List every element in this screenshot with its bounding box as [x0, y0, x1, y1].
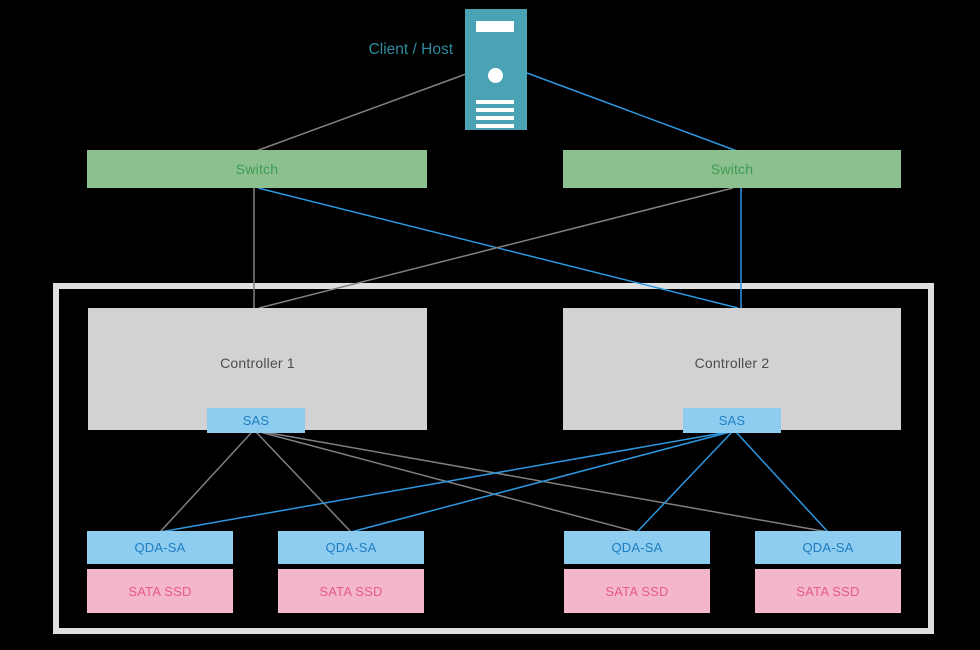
server-power-button-icon [488, 68, 503, 83]
qda-sa-adapter-4: QDA-SA [755, 531, 901, 564]
link-client-switch-right [526, 72, 738, 152]
link-switch-right-controller-1 [258, 187, 734, 309]
sata-ssd-3: SATA SSD [564, 569, 710, 613]
link-sas2-qda2 [350, 431, 731, 533]
link-sas1-qda2 [255, 431, 352, 533]
client-host-label: Client / Host [368, 41, 453, 58]
switch-right: Switch [563, 150, 901, 188]
server-vent-icon [476, 108, 514, 112]
sata-ssd-4: SATA SSD [755, 569, 901, 613]
link-client-switch-left [255, 73, 467, 152]
link-sas2-qda4 [735, 431, 829, 533]
server-drive-slot [476, 21, 514, 32]
qda-sa-adapter-3: QDA-SA [564, 531, 710, 564]
sata-ssd-2: SATA SSD [278, 569, 424, 613]
server-vent-icon [476, 124, 514, 128]
link-sas2-qda1 [159, 431, 729, 533]
controller-2-sas-port: SAS [683, 408, 781, 433]
storage-enclosure-outline [53, 283, 934, 634]
qda-sa-adapter-1: QDA-SA [87, 531, 233, 564]
server-vent-icon [476, 100, 514, 104]
link-sas1-qda1 [159, 431, 253, 533]
switch-left: Switch [87, 150, 427, 188]
server-vent-icon [476, 116, 514, 120]
sata-ssd-1: SATA SSD [87, 569, 233, 613]
link-sas1-qda4 [263, 431, 829, 533]
qda-sa-adapter-2: QDA-SA [278, 531, 424, 564]
link-sas2-qda3 [636, 431, 733, 533]
server-tower-icon [465, 9, 527, 130]
controller-1-sas-port: SAS [207, 408, 305, 433]
link-sas1-qda3 [259, 431, 638, 533]
